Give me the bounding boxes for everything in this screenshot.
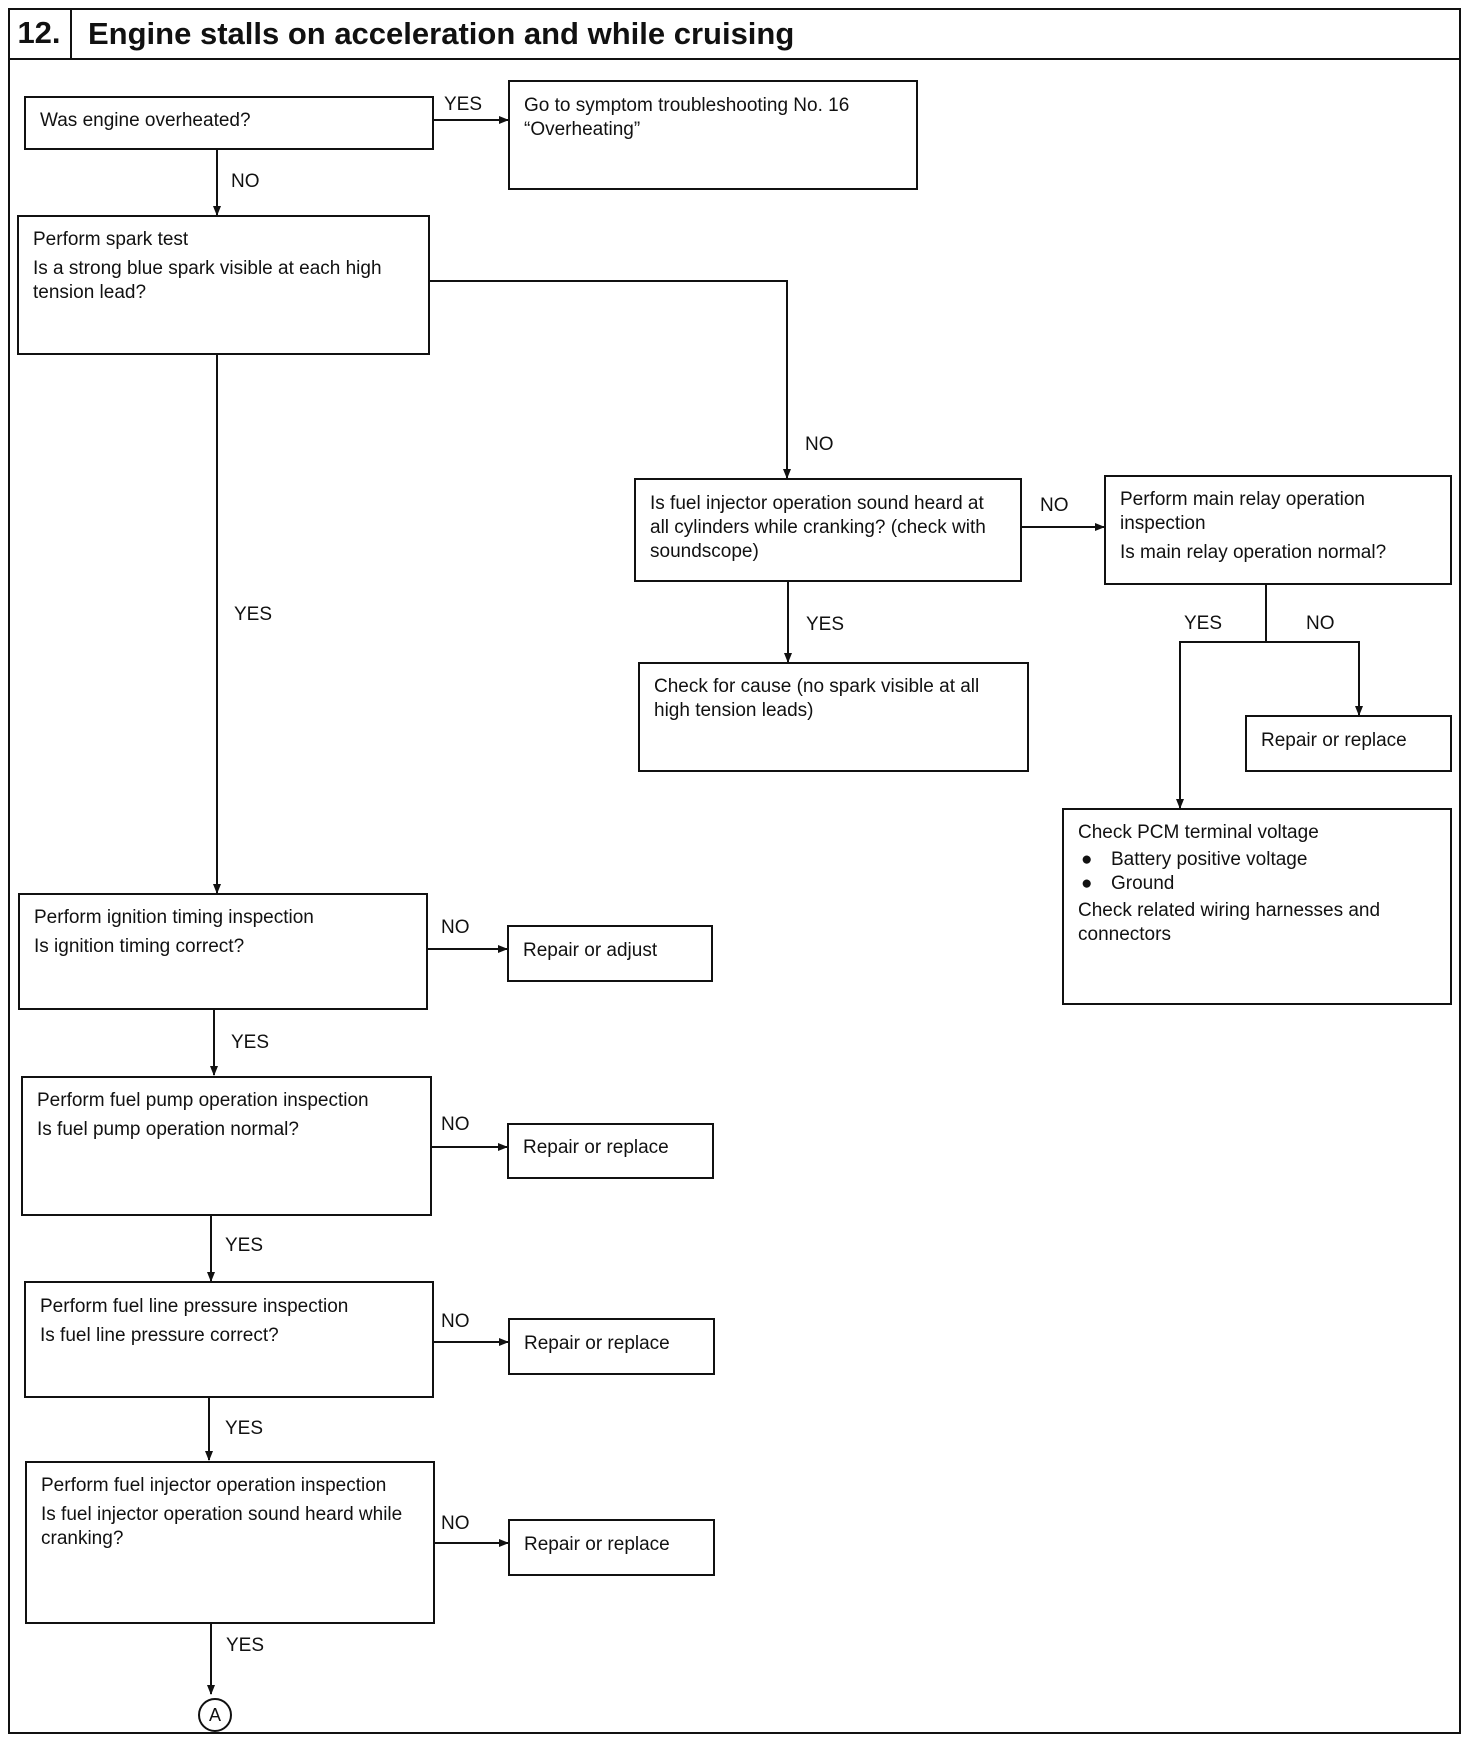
step-fuel-pump-repair: Repair or replace xyxy=(507,1123,714,1179)
label-no: NO xyxy=(231,171,260,192)
step-goto-overheating: Go to symptom troubleshooting No. 16 “Ov… xyxy=(508,80,918,190)
section-number: 12. xyxy=(8,8,72,60)
step-spark-test: Perform spark test Is a strong blue spar… xyxy=(17,215,430,355)
step-question: Was engine overheated? xyxy=(40,110,251,131)
step-text: Repair or replace xyxy=(524,1333,670,1354)
step-action: Perform ignition timing inspection xyxy=(34,907,314,928)
step-relay-repair: Repair or replace xyxy=(1245,715,1452,772)
step-injector-sound: Is fuel injector operation sound heard a… xyxy=(634,478,1022,582)
step-question: Is main relay operation normal? xyxy=(1120,542,1387,563)
step-main-relay: Perform main relay operation inspection … xyxy=(1104,475,1452,585)
label-yes: YES xyxy=(234,604,273,625)
step-text: Go to symptom troubleshooting No. 16 “Ov… xyxy=(524,95,850,140)
step-check-cause: Check for cause (no spark visible at all… xyxy=(638,662,1029,772)
step-question: Is fuel line pressure correct? xyxy=(40,1325,279,1346)
step-fuel-line-repair: Repair or replace xyxy=(508,1318,715,1375)
page-frame xyxy=(8,8,1461,1734)
step-action: Perform fuel pump operation inspection xyxy=(37,1090,369,1111)
list-item: ●Battery positive voltage xyxy=(1081,849,1308,870)
step-text: Repair or adjust xyxy=(523,940,658,961)
step-question: Is ignition timing correct? xyxy=(34,936,245,957)
bullet-icon: ● xyxy=(1081,873,1093,894)
step-action: Perform spark test xyxy=(33,229,189,250)
label-no: NO xyxy=(1306,613,1335,634)
label-no: NO xyxy=(441,917,470,938)
label-yes: YES xyxy=(444,94,483,115)
step-action: Perform main relay operation inspection xyxy=(1120,489,1365,534)
label-yes: YES xyxy=(225,1235,264,1256)
step-injector-repair: Repair or replace xyxy=(508,1519,715,1576)
connector-a: A xyxy=(198,1698,232,1732)
step-question: Is a strong blue spark visible at each h… xyxy=(33,258,382,303)
arrow-relay-yes xyxy=(1176,585,1267,809)
step-question: Is fuel pump operation normal? xyxy=(37,1119,299,1140)
step-note: Check related wiring harnesses and conne… xyxy=(1078,900,1381,945)
label-yes: YES xyxy=(231,1032,270,1053)
step-text: Repair or replace xyxy=(1261,730,1407,751)
label-yes: YES xyxy=(806,614,845,635)
pcm-check-list: ●Battery positive voltage ●Ground xyxy=(1078,848,1436,896)
bullet-icon: ● xyxy=(1081,849,1093,870)
step-fuel-pump: Perform fuel pump operation inspection I… xyxy=(21,1076,432,1216)
title-bar xyxy=(8,8,1461,60)
step-text: Repair or replace xyxy=(523,1137,669,1158)
label-yes: YES xyxy=(1184,613,1223,634)
step-ignition-timing: Perform ignition timing inspection Is ig… xyxy=(18,893,428,1010)
arrow-spark-no xyxy=(430,280,791,479)
step-question: Is fuel injector operation sound heard w… xyxy=(41,1504,403,1549)
label-yes: YES xyxy=(225,1418,264,1439)
step-pcm-check: Check PCM terminal voltage ●Battery posi… xyxy=(1062,808,1452,1005)
step-action: Perform fuel line pressure inspection xyxy=(40,1296,349,1317)
step-title: Check PCM terminal voltage xyxy=(1078,822,1319,843)
label-no: NO xyxy=(441,1114,470,1135)
list-item: ●Ground xyxy=(1081,873,1175,894)
step-ignition-repair: Repair or adjust xyxy=(507,925,713,982)
label-no: NO xyxy=(441,1513,470,1534)
step-fuel-line: Perform fuel line pressure inspection Is… xyxy=(24,1281,434,1398)
step-text: Check for cause (no spark visible at all… xyxy=(654,676,980,721)
label-yes: YES xyxy=(226,1635,265,1656)
step-injector-op: Perform fuel injector operation inspecti… xyxy=(25,1461,435,1624)
label-no: NO xyxy=(1040,495,1069,516)
label-no: NO xyxy=(441,1311,470,1332)
step-text: Repair or replace xyxy=(524,1534,670,1555)
step-action: Perform fuel injector operation inspecti… xyxy=(41,1475,387,1496)
page-title: Engine stalls on acceleration and while … xyxy=(88,16,795,51)
label-no: NO xyxy=(805,434,834,455)
step-question: Is fuel injector operation sound heard a… xyxy=(650,493,986,562)
arrow-relay-no xyxy=(1266,641,1363,716)
step-overheated: Was engine overheated? xyxy=(24,96,434,150)
